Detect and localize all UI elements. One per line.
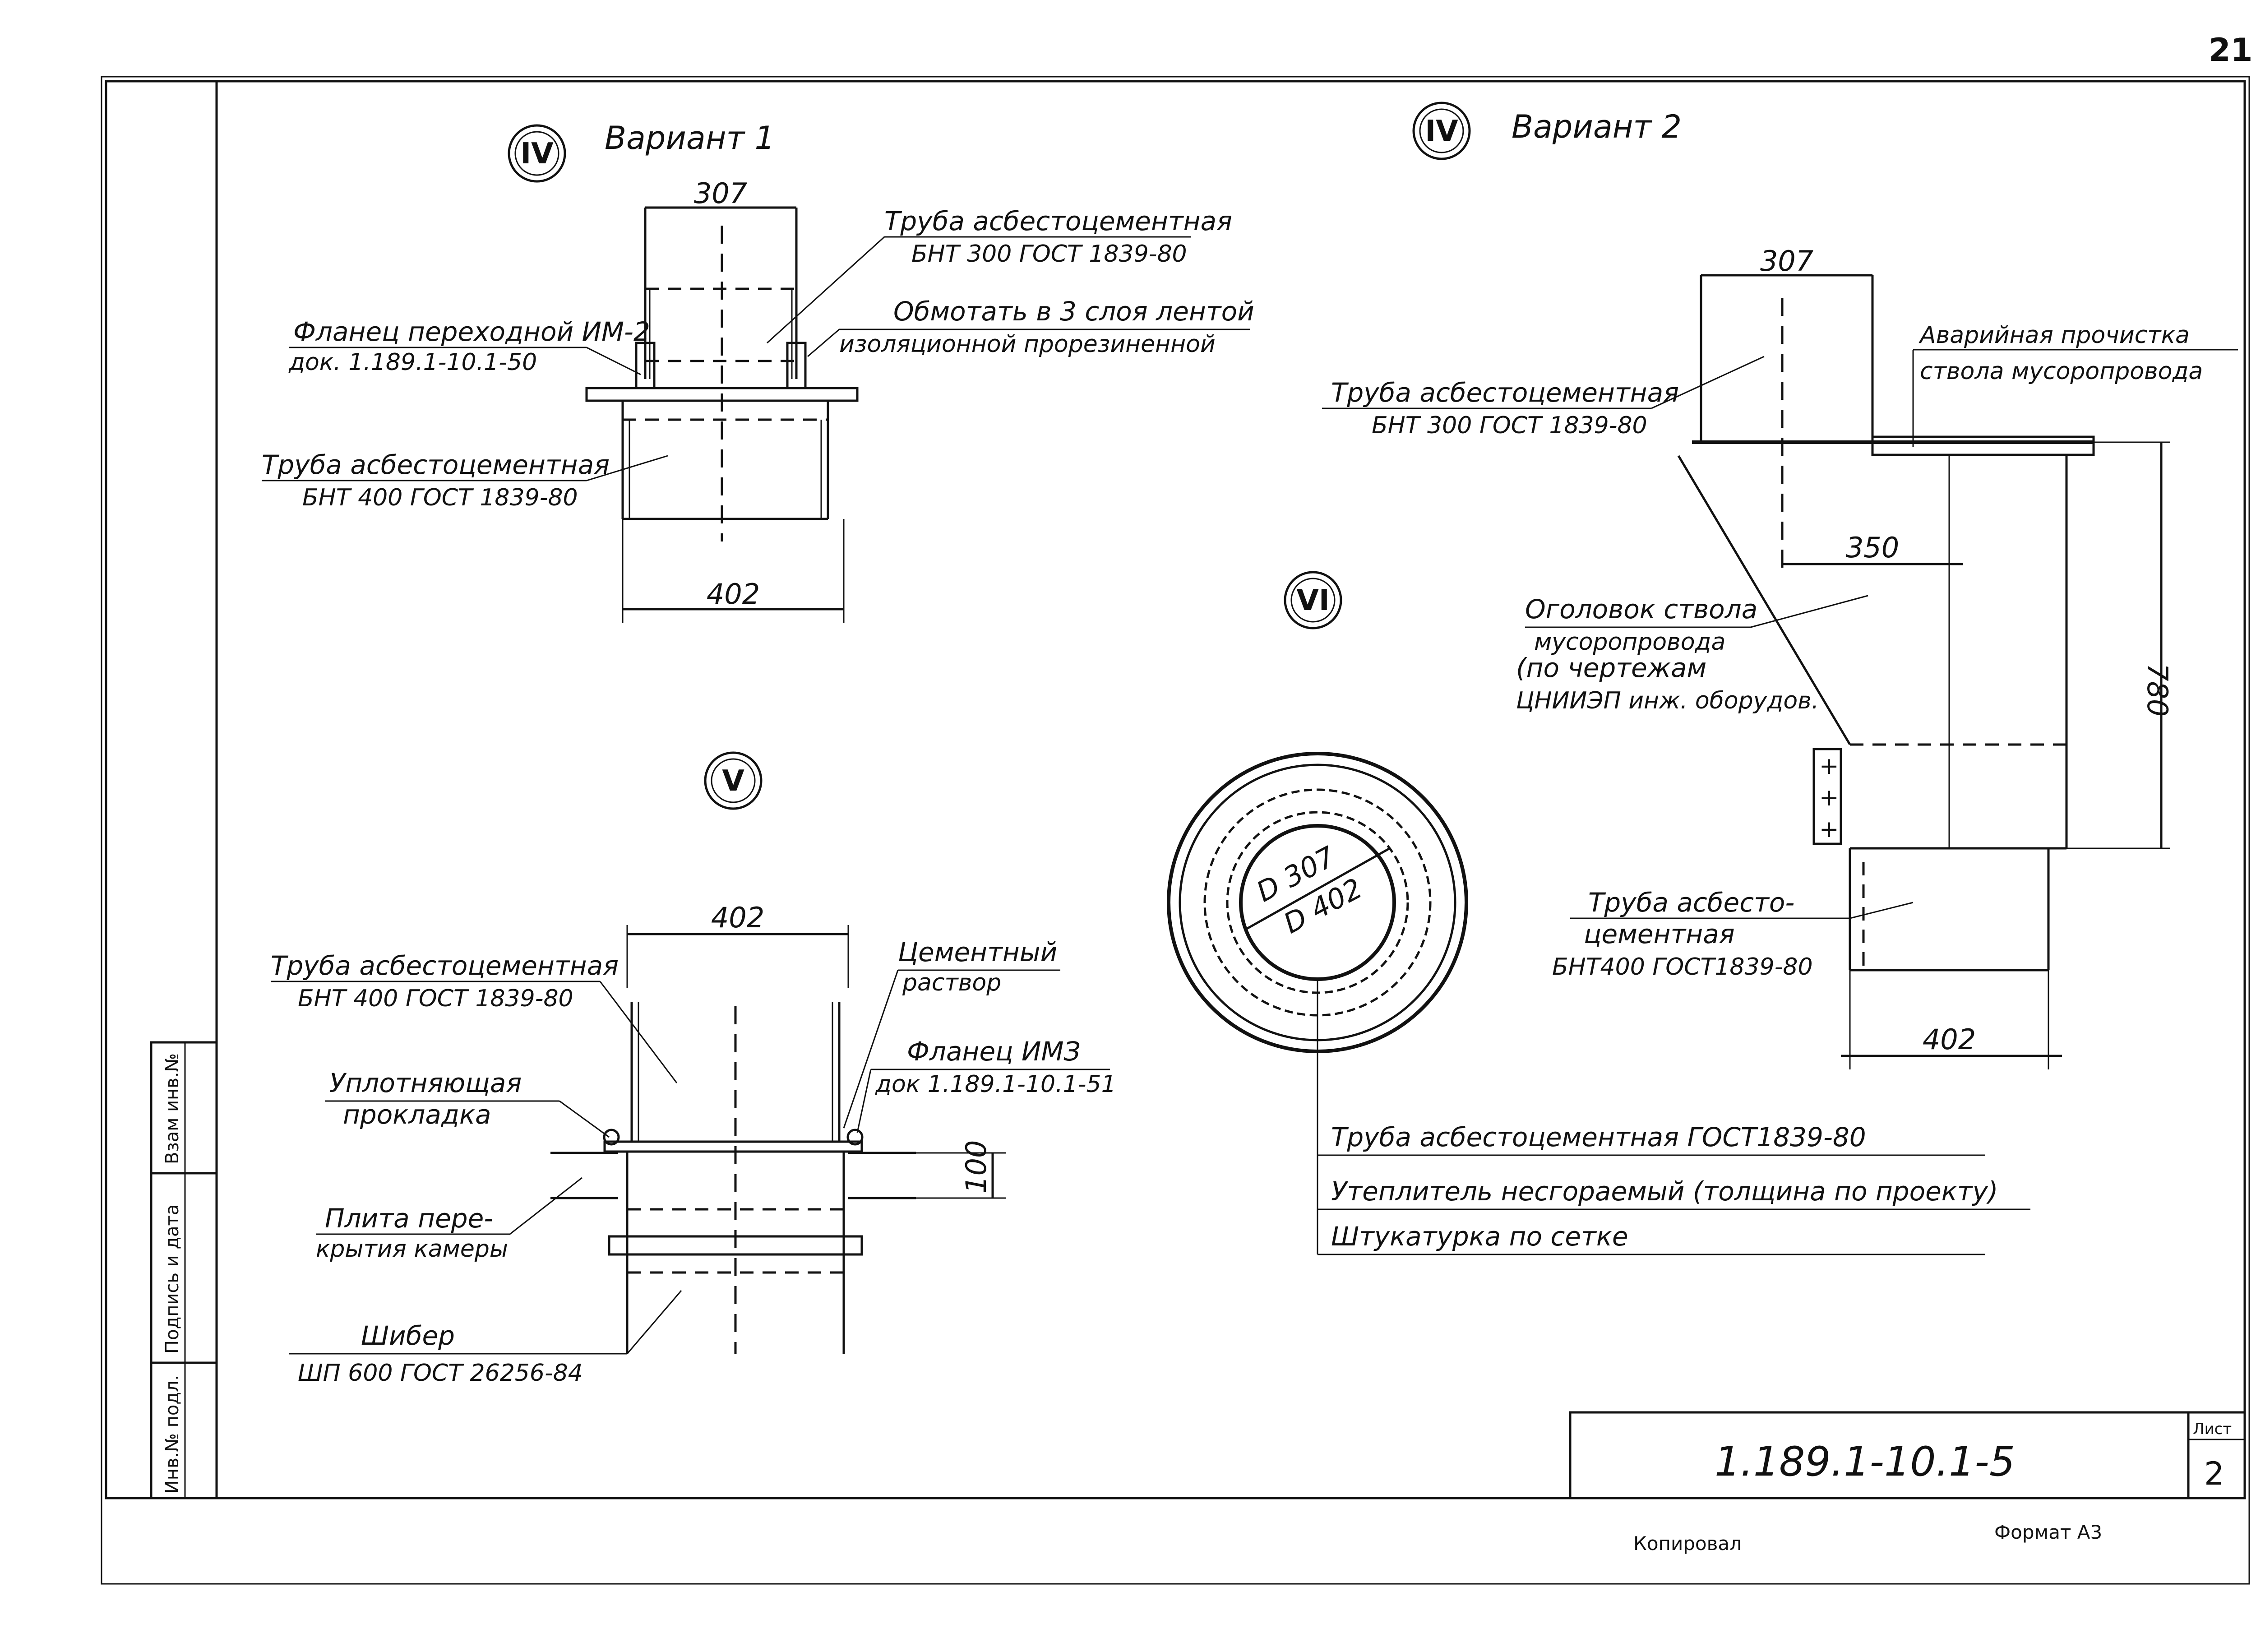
side-stamp: Взам инв.№ Подпись и дата Инв.№ подл. bbox=[150, 1041, 218, 1499]
variant2-dim-height: 780 bbox=[2141, 663, 2174, 717]
node5-label-slab-l1: Плита пере- bbox=[325, 1203, 493, 1234]
section6-callout: VI bbox=[1296, 584, 1329, 617]
variant2-label-pipe400-l2: цементная bbox=[1584, 919, 1735, 949]
node5-callout-outer bbox=[704, 751, 763, 810]
outer-border bbox=[101, 76, 2250, 1585]
variant2-label-clean-l1: Аварийная прочистка bbox=[1919, 322, 2190, 349]
node5-dim-slab: 100 bbox=[960, 1140, 993, 1194]
variant1-title: Вариант 1 bbox=[605, 120, 775, 157]
node5-dim-top: 402 bbox=[711, 901, 764, 934]
node5-label-pipe-l1: Труба асбестоцементная bbox=[271, 950, 619, 981]
variant1-label-flange-l1: Фланец переходной ИМ-2 bbox=[293, 316, 650, 347]
node5-label-gate-l2: ШП 600 ГОСТ 26256-84 bbox=[298, 1360, 583, 1387]
section6-legend-plaster: Штукатурка по сетке bbox=[1331, 1221, 1628, 1252]
variant2-label-head-l3: (по чертежам bbox=[1516, 652, 1706, 683]
variant1-label-pipe300-l2: БНТ 300 ГОСТ 1839-80 bbox=[911, 241, 1187, 268]
title-block: 1.189.1-10.1-5 Лист 2 bbox=[1569, 1411, 2246, 1499]
variant2-title: Вариант 2 bbox=[1512, 108, 1682, 145]
variant2-label-clean-l2: ствола мусоропровода bbox=[1920, 358, 2203, 385]
variant1-label-wrap-l1: Обмотать в 3 слоя лентой bbox=[893, 296, 1254, 327]
side-stamp-signature: Подпись и дата bbox=[162, 1204, 183, 1354]
section6-legend-insulation: Утеплитель несгораемый (толщина по проек… bbox=[1331, 1176, 1998, 1207]
side-stamp-inventory: Инв.№ подл. bbox=[162, 1375, 183, 1494]
variant2-label-head-l4: ЦНИИЭП инж. оборудов. bbox=[1516, 687, 1819, 714]
node5-callout: V bbox=[722, 764, 744, 798]
variant1-label-wrap-l2: изоляционной прорезиненной bbox=[839, 331, 1216, 358]
variant1-callout: IV bbox=[520, 137, 554, 171]
title-block-sheet-label: Лист bbox=[2193, 1420, 2232, 1438]
variant1-label-pipe400-l1: Труба асбестоцементная bbox=[262, 449, 610, 480]
variant1-label-pipe400-l2: БНТ 400 ГОСТ 1839-80 bbox=[302, 484, 578, 511]
node5-label-mortar-l2: раствор bbox=[902, 969, 1001, 996]
svg-text:+: + bbox=[1819, 784, 1839, 811]
variant2-label-pipe400-l1: Труба асбесто- bbox=[1588, 887, 1794, 918]
node5-label-pipe-l2: БНТ 400 ГОСТ 1839-80 bbox=[298, 985, 573, 1012]
outer-frame bbox=[105, 80, 2246, 1499]
variant2-detail: IV Вариант 2 + + + 307 350 780 4 bbox=[1322, 102, 2238, 1069]
node5-label-slab-l2: крытия камеры bbox=[316, 1236, 508, 1263]
variant2-label-pipe300-l1: Труба асбестоцементная bbox=[1331, 377, 1679, 408]
node5-label-flange-l2: док 1.189.1-10.1-51 bbox=[875, 1071, 1116, 1098]
variant1-label-pipe300-l1: Труба асбестоцементная bbox=[884, 206, 1232, 236]
variant2-dim-mid: 350 bbox=[1846, 531, 1899, 564]
variant1-label-flange-l2: док. 1.189.1-10.1-50 bbox=[288, 349, 537, 376]
variant2-label-head-l1: Оголовок ствола bbox=[1525, 594, 1757, 625]
svg-text:+: + bbox=[1819, 816, 1839, 843]
sheet-number-top: 21 bbox=[2209, 32, 2252, 69]
section6-callout-outer bbox=[1284, 571, 1342, 629]
title-block-sheet-no: 2 bbox=[2204, 1455, 2224, 1492]
node5-detail: V 402 100 Труба асбестоцементная БНТ 400… bbox=[271, 751, 1116, 1387]
variant2-label-head-l2: мусоропровода bbox=[1534, 629, 1725, 656]
footer-copied: Копировал bbox=[1633, 1532, 1742, 1555]
node5-label-mortar-l1: Цементный bbox=[898, 937, 1057, 967]
variant2-label-pipe400-l3: БНТ400 ГОСТ1839-80 bbox=[1552, 953, 1813, 981]
side-stamp-replace: Взам инв.№ bbox=[162, 1053, 183, 1164]
variant2-label-pipe300-l2: БНТ 300 ГОСТ 1839-80 bbox=[1372, 412, 1647, 439]
variant1-detail: IV Вариант 1 307 402 Труба асбестоцемент… bbox=[262, 120, 1254, 623]
section6-legend-pipe: Труба асбестоцементная ГОСТ1839-80 bbox=[1331, 1122, 1866, 1152]
node5-label-gasket-l2: прокладка bbox=[343, 1099, 491, 1130]
node5-label-flange-l1: Фланец ИМЗ bbox=[907, 1036, 1081, 1067]
footer-format: Формат А3 bbox=[1994, 1521, 2102, 1543]
variant1-callout-outer bbox=[508, 124, 566, 183]
variant2-callout: IV bbox=[1425, 115, 1458, 148]
variant2-callout-outer bbox=[1412, 102, 1471, 160]
variant1-dim-bottom: 402 bbox=[707, 578, 760, 611]
variant2-dim-bottom: 402 bbox=[1923, 1023, 1976, 1056]
node5-label-gate-l1: Шибер bbox=[361, 1320, 455, 1351]
title-block-code: 1.189.1-10.1-5 bbox=[1715, 1438, 2015, 1485]
node5-label-gasket-l1: Уплотняющая bbox=[329, 1068, 522, 1098]
svg-text:+: + bbox=[1819, 753, 1839, 780]
variant1-dim-top: 307 bbox=[694, 177, 747, 210]
variant2-dim-top: 307 bbox=[1760, 245, 1813, 278]
